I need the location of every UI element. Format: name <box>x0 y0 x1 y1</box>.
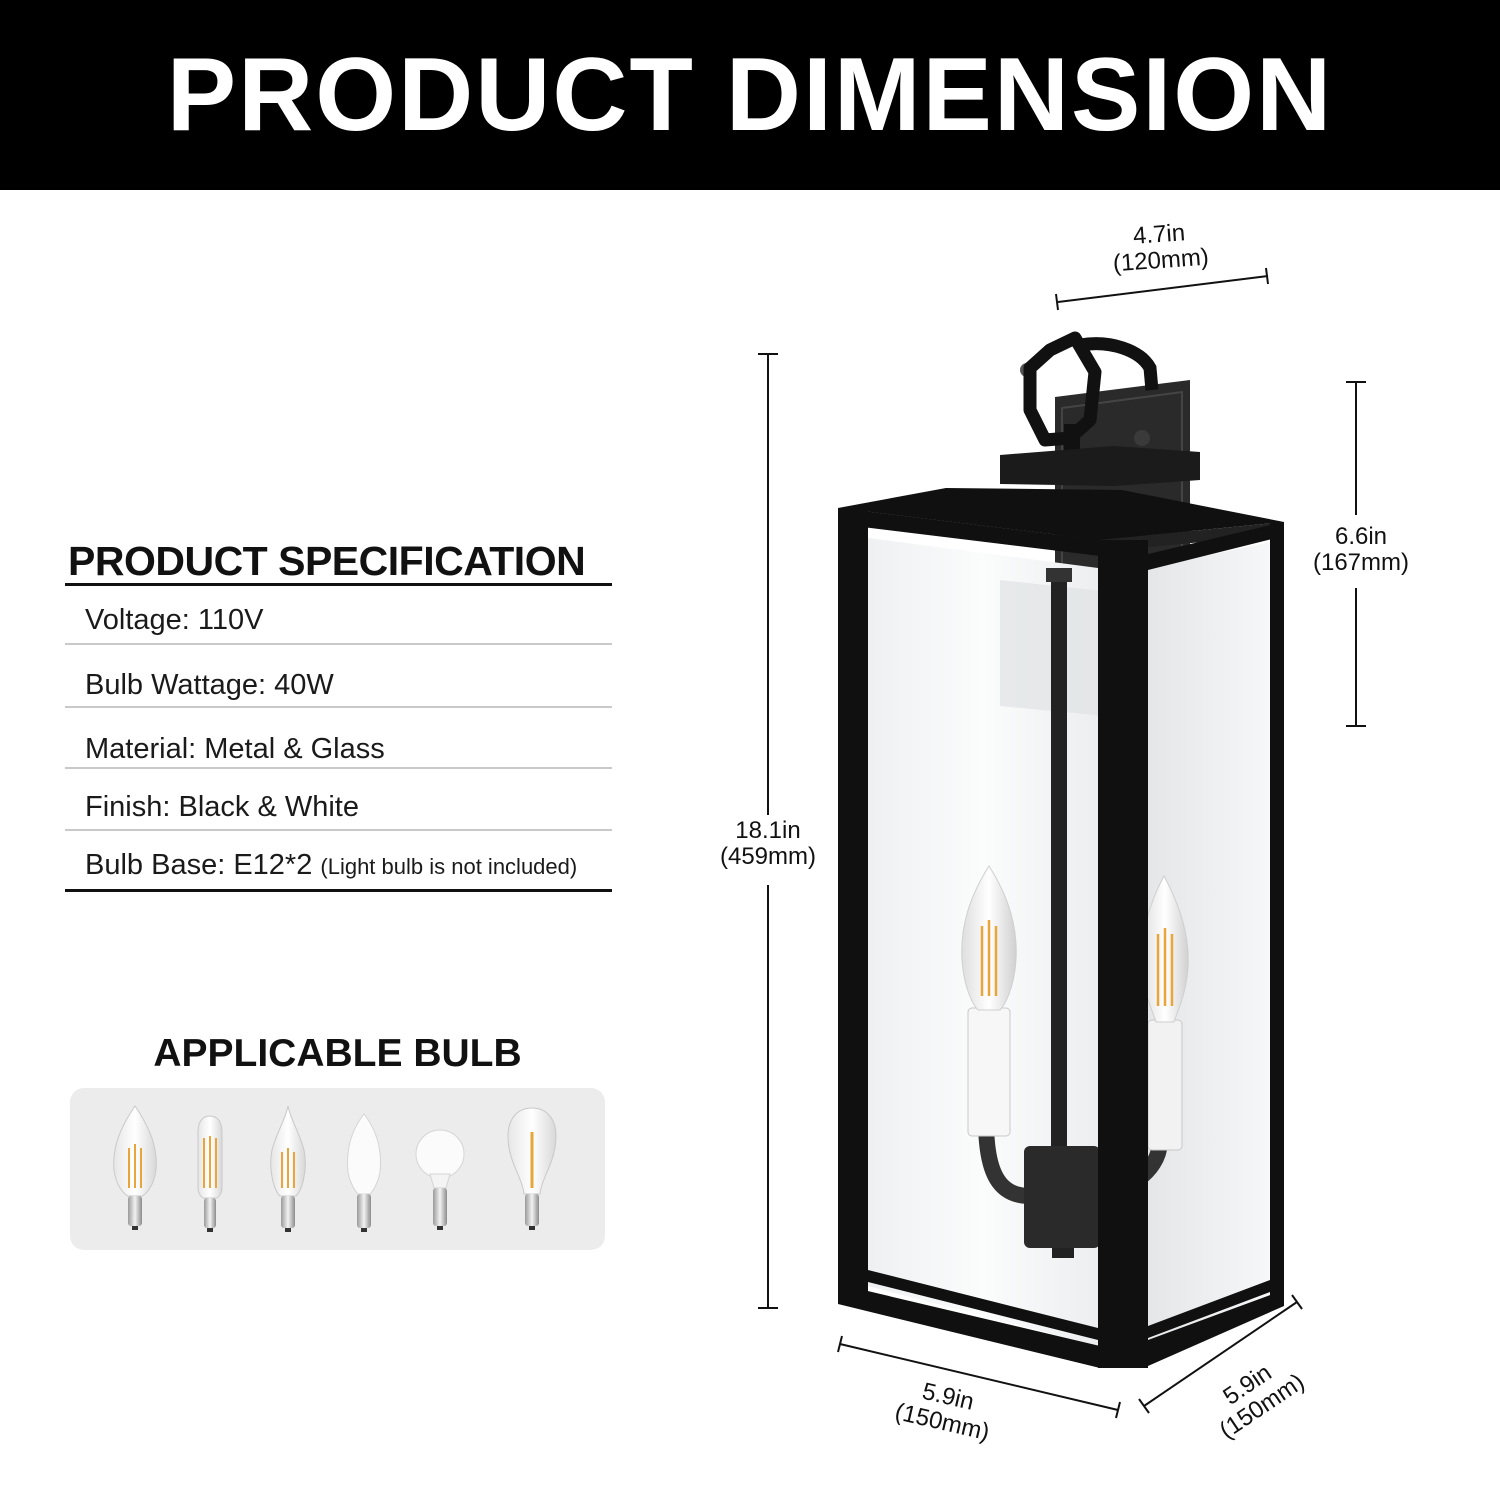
spec-bulb-base: Bulb Base: E12*2 (Light bulb is not incl… <box>85 849 578 881</box>
spec-divider <box>65 767 612 769</box>
dim-total-height-label: 18.1in (459mm) <box>719 817 816 870</box>
spec-voltage: Voltage: 110V <box>85 604 264 636</box>
center-rod <box>1051 570 1067 1170</box>
spec-finish: Finish: Black & White <box>85 791 359 823</box>
lamp-frame <box>838 508 1284 1368</box>
specification-title: PRODUCT SPECIFICATION <box>68 538 586 584</box>
frosted-globe-bulb-icon <box>415 1129 465 1230</box>
dim-top-width-label: 4.7in (120mm) <box>1112 219 1210 278</box>
spec-divider <box>65 643 612 645</box>
frosted-candle-bulb-icon <box>347 1113 381 1232</box>
spec-divider <box>65 829 612 831</box>
candle-holder <box>978 1119 1168 1258</box>
page-title: PRODUCT DIMENSION <box>166 36 1334 153</box>
specification-bottom-rule <box>65 889 612 892</box>
tubular-filament-bulb-icon <box>197 1115 223 1232</box>
lamp-hanger <box>1023 331 1159 464</box>
spec-material: Material: Metal & Glass <box>85 733 385 765</box>
right-candle-bulb <box>1141 874 1189 1151</box>
applicable-bulb-title: APPLICABLE BULB <box>153 1032 522 1075</box>
flame-tip-filament-bulb-icon <box>270 1105 306 1232</box>
specification-top-rule <box>65 583 612 586</box>
spec-bulb-wattage: Bulb Wattage: 40W <box>85 669 334 701</box>
dim-backplate-height-label: 6.6in (167mm) <box>1312 523 1409 576</box>
applicable-bulb-panel <box>70 1088 605 1250</box>
edison-filament-bulb-icon <box>507 1107 557 1230</box>
candle-filament-bulb-icon <box>113 1105 157 1230</box>
left-candle-bulb <box>961 865 1017 1137</box>
spec-divider <box>65 706 612 708</box>
bulb-icons <box>113 1105 557 1232</box>
dimension-lines <box>758 267 1366 1419</box>
spec-bulb-note: (Light bulb is not included) <box>320 854 578 879</box>
header-banner: PRODUCT DIMENSION <box>0 0 1500 190</box>
